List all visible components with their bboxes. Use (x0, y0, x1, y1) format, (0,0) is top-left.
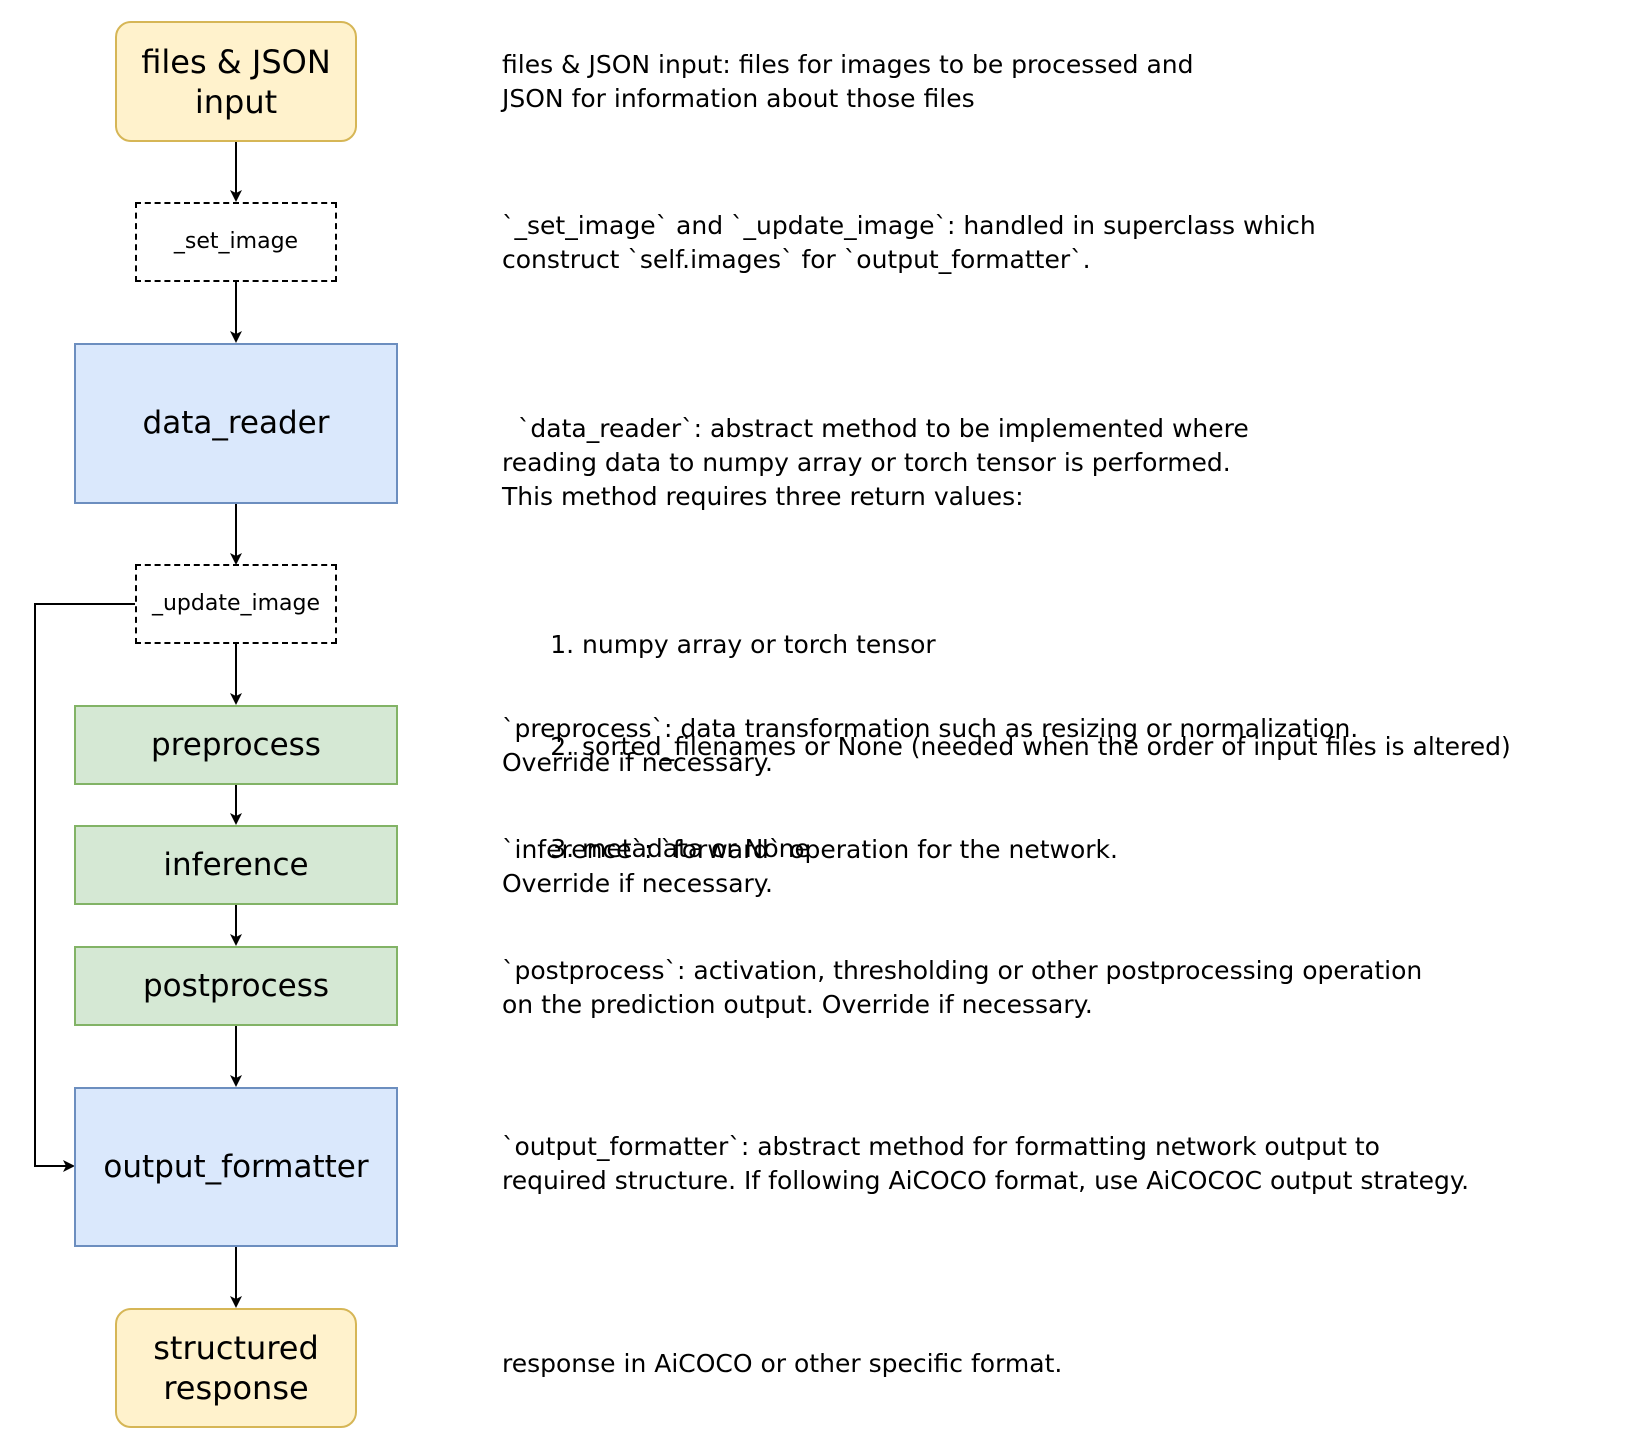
input-node: files & JSON input (115, 21, 357, 142)
response-description-text: response in AiCOCO or other specific for… (502, 1349, 1063, 1378)
output-formatter-description: `output_formatter`: abstract method for … (502, 1130, 1469, 1198)
postprocess-description-text: `postprocess`: activation, thresholding … (502, 956, 1423, 1019)
postprocess-node-label: postprocess (142, 967, 330, 1004)
input-description-text: files & JSON input: files for images to … (502, 50, 1194, 113)
input-description: files & JSON input: files for images to … (502, 48, 1193, 116)
set-image-description: `_set_image` and `_update_image`: handle… (502, 209, 1316, 277)
inference-node-label: inference (163, 846, 309, 883)
input-node-label: files & JSON input (141, 42, 331, 121)
set-image-description-text: `_set_image` and `_update_image`: handle… (502, 211, 1316, 274)
preprocess-node: preprocess (74, 705, 398, 785)
preprocess-description-text: `preprocess`: data transformation such a… (502, 714, 1359, 777)
return-values-list: numpy array or torch tensor sorted_filen… (502, 560, 1511, 934)
output-formatter-node: output_formatter (74, 1087, 398, 1247)
response-node-label: structured response (153, 1329, 319, 1407)
return-value-item: numpy array or torch tensor (582, 628, 1511, 662)
return-value-item: metadata or None (582, 832, 1511, 866)
postprocess-node: postprocess (74, 946, 398, 1026)
data-reader-node-label: data_reader (142, 405, 330, 442)
response-node: structured response (115, 1308, 357, 1428)
inference-description-text: `inference`: `forward` operation for the… (502, 835, 1118, 898)
update-image-node-label: _update_image (151, 591, 321, 617)
inference-node: inference (74, 825, 398, 905)
inference-description: `inference`: `forward` operation for the… (502, 833, 1118, 901)
preprocess-description: `preprocess`: data transformation such a… (502, 712, 1358, 780)
preprocess-node-label: preprocess (151, 726, 321, 763)
postprocess-description: `postprocess`: activation, thresholding … (502, 954, 1422, 1022)
response-description: response in AiCOCO or other specific for… (502, 1347, 1062, 1381)
data-reader-node: data_reader (74, 343, 398, 504)
data-reader-description: `data_reader`: abstract method to be imp… (502, 378, 1511, 968)
return-value-item: sorted_filenames or None (needed when th… (582, 730, 1511, 764)
output-formatter-description-text: `output_formatter`: abstract method for … (502, 1132, 1470, 1195)
output-formatter-node-label: output_formatter (103, 1148, 369, 1185)
set-image-node: _set_image (135, 202, 337, 282)
set-image-node-label: _set_image (173, 229, 299, 255)
data-reader-description-text: `data_reader`: abstract method to be imp… (502, 414, 1249, 511)
edge-update-image-to-output-formatter (34, 603, 135, 1172)
update-image-node: _update_image (135, 564, 337, 644)
